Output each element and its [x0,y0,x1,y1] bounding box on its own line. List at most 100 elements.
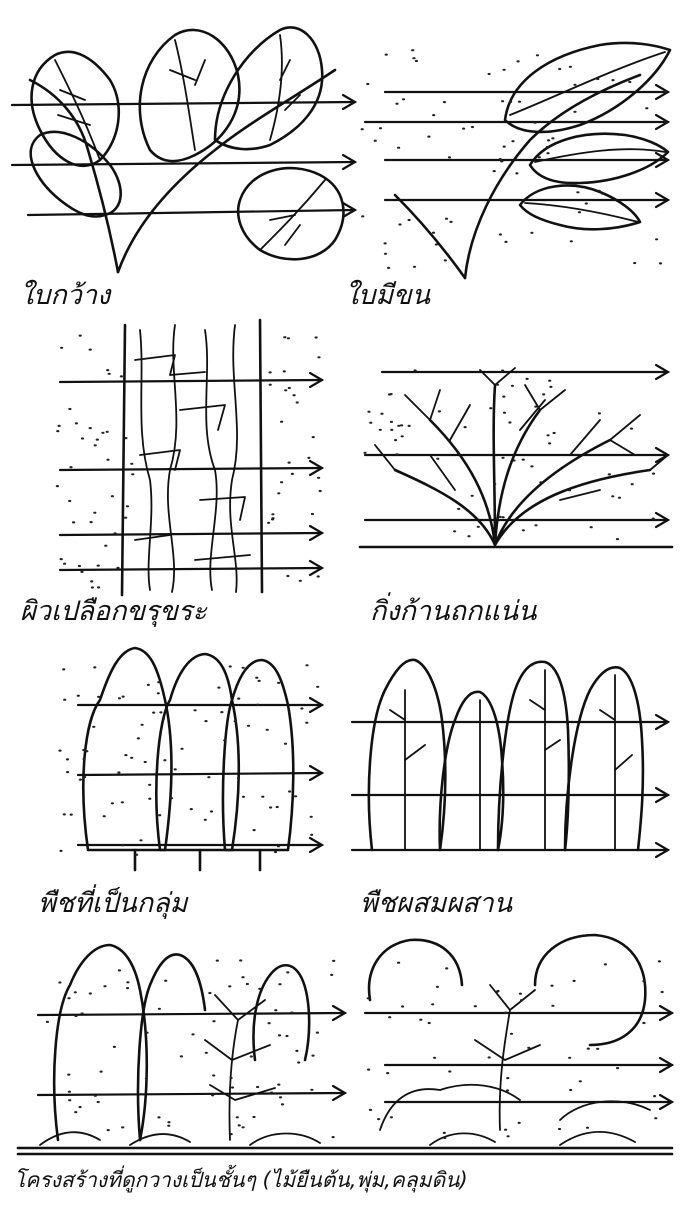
wind-dot [551,137,554,139]
wind-dot [280,481,283,483]
wind-dot [511,385,514,387]
wind-dot [652,473,655,475]
wind-dot [419,1019,422,1021]
wind-dot [81,1012,84,1014]
wind-dot [170,797,173,799]
wind-dot [394,439,397,441]
wind-dot [258,988,261,990]
wind-dot [83,758,86,760]
wind-dot [569,1089,572,1091]
wind-dot [229,665,232,667]
wind-dot [58,425,61,427]
wind-dot [509,101,512,103]
wind-dot [558,1128,561,1130]
wind-dot [530,232,533,234]
wind-dot [237,777,240,779]
wind-dot [444,259,447,261]
wind-dot [536,54,539,56]
wind-dot [631,483,634,485]
wind-dot [587,1048,590,1050]
wind-dot [283,336,286,338]
wind-dot [517,60,520,62]
wind-dot [384,253,387,255]
wind-dot [274,851,277,853]
wind-dot [493,170,496,172]
wind-dot [107,1129,110,1131]
layered-structure-drawing [18,935,672,1154]
wind-dot [111,802,114,804]
wind-dot [664,91,667,93]
wind-dot [534,524,537,526]
wind-dot [180,1055,183,1057]
wind-dot [379,429,382,431]
wind-dot [367,997,370,999]
wind-dot [377,1118,380,1120]
wind-dot [79,779,82,781]
caption-dense-branches: กิ่งก้านถกแน่น [370,598,537,625]
wind-dot [503,146,506,148]
wind-dot [285,1035,288,1037]
wind-dot [310,1089,313,1091]
wind-dot [504,241,507,243]
wind-dot [443,1137,446,1139]
wind-dot [90,521,93,523]
wind-dot [83,776,86,778]
wind-dot [432,114,435,116]
wind-dot [506,1089,509,1091]
wind-dot [94,1095,97,1097]
wind-dot [546,146,549,148]
wind-dot [117,771,120,773]
wind-dot [310,834,313,836]
wind-dot [436,986,439,988]
wind-dot [242,796,245,798]
wind-dot [280,421,283,423]
wind-dot [121,844,124,846]
wind-dot [515,172,518,174]
wind-dot [261,796,264,798]
wind-dot [585,202,588,204]
wind-dot [121,801,124,803]
wind-dot [255,677,258,679]
wind-dot [415,60,418,62]
wind-dot [530,465,533,467]
wind-dot [163,759,166,761]
wind-dot [448,156,451,158]
wind-dot [363,452,366,454]
wind-dot [427,136,430,138]
wind-dot [269,371,272,373]
wind-dot [390,421,393,423]
wind-dot [499,158,502,160]
wind-dot [633,262,636,264]
wind-dot [411,49,414,51]
wind-dot [89,427,92,429]
wind-dot [397,147,400,149]
wind-dot [462,128,465,130]
wind-dot [230,1077,233,1079]
wind-dot [162,718,165,720]
wind-dot [67,1074,70,1076]
wind-dot [113,1046,116,1048]
caption-fine-leaves: ใบมีขน [345,282,430,309]
wind-dot [147,684,150,686]
wind-dot [453,530,456,532]
wind-dot [288,790,291,792]
wind-dot [578,211,581,213]
wind-dot [502,396,505,398]
wind-dot [103,815,106,817]
wind-dot [60,347,63,349]
wind-dot [395,103,398,105]
wind-dot [527,1047,530,1049]
wind-dot [167,1125,170,1127]
wind-dot [96,439,99,441]
wind-dot [269,806,272,808]
wind-dot [330,974,333,976]
wind-dot [396,453,399,455]
caption-mixed-plants: พืชผสมผสาน [360,890,512,917]
wind-dot [111,495,114,497]
wind-dot [252,1116,255,1118]
wind-dot [295,1050,298,1052]
wind-dot [397,962,400,964]
wind-dot [56,485,59,487]
wind-dot [228,985,231,987]
wind-dot [242,667,245,669]
